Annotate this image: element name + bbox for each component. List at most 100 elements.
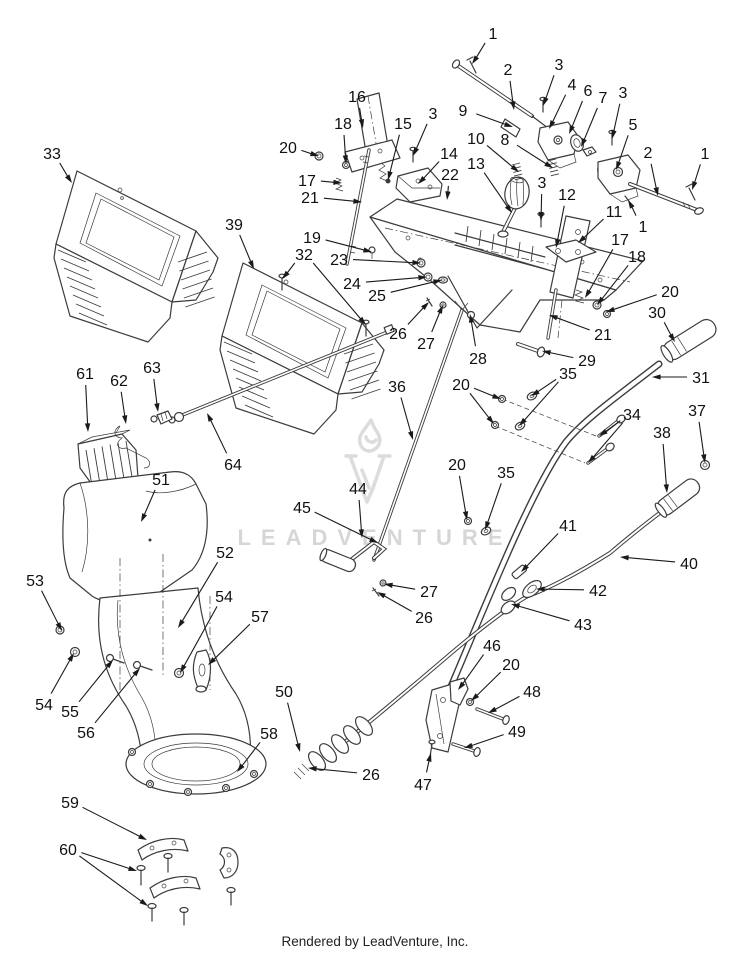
callout-arrowhead: [538, 212, 544, 221]
flange-bearing: [522, 579, 542, 599]
callout-arrowhead: [519, 417, 527, 426]
hatch-line: [226, 350, 256, 364]
callout-number: 1: [639, 219, 648, 236]
callout-leader-line: [582, 218, 604, 239]
leadventure-flame-v-logo: [344, 418, 392, 504]
callout-arrowhead: [464, 742, 473, 748]
vent-fins: [57, 249, 108, 326]
belt-cover-right: [219, 262, 385, 435]
callout-arrowhead: [581, 138, 587, 147]
callout-number: 2: [644, 145, 653, 162]
callout-leader-line: [286, 262, 296, 275]
callout-arrowhead: [486, 415, 494, 424]
callout-leader-line: [241, 741, 261, 767]
callout-leader-line: [662, 443, 667, 487]
callout-number: 53: [26, 573, 44, 590]
console-fasteners: [278, 96, 616, 358]
callout-arrowhead: [154, 403, 160, 412]
callout-leader-line: [551, 94, 567, 124]
bolt: [147, 902, 157, 922]
callout-leader-line: [698, 421, 705, 457]
cable-guide-cluster: [314, 92, 401, 266]
callout-leader-line: [604, 420, 621, 433]
chute-hood: [62, 471, 208, 603]
handle-tube-upper: [442, 318, 717, 702]
callout-number: 54: [35, 697, 53, 714]
callout-number: 1: [489, 26, 498, 43]
hatch-line: [57, 249, 87, 263]
callout-arrowhead: [418, 275, 427, 281]
hatch-line: [229, 359, 259, 373]
shoulder-bolt: [516, 342, 546, 358]
callout-arrowhead: [692, 181, 698, 190]
callout-arrowhead: [333, 179, 342, 185]
hatch-line: [351, 388, 381, 400]
callout-arrowhead: [377, 592, 386, 599]
callout-leader-line: [425, 759, 430, 773]
callout-number: 39: [225, 217, 243, 234]
pivot-bracket: [545, 239, 597, 263]
bolt: [105, 653, 125, 664]
bolt: [132, 660, 153, 671]
callout-arrowhead: [510, 101, 516, 110]
callout-number: 17: [611, 232, 629, 249]
callout-number: 12: [558, 187, 576, 204]
callout-leader-line: [301, 149, 313, 155]
hatch-line: [513, 173, 523, 177]
callout-leader-line: [79, 855, 143, 903]
callout-arrowhead: [65, 174, 72, 183]
callout-arrowhead: [701, 454, 707, 463]
callout-number: 9: [459, 103, 468, 120]
callout-number: 23: [330, 252, 348, 269]
callout-number: 62: [110, 373, 128, 390]
hatch-line: [101, 446, 109, 483]
speed-selector-rod: [293, 459, 711, 780]
callout-number: 55: [61, 704, 79, 721]
callout-number: 41: [559, 518, 577, 535]
leadventure-watermark: LEADVENTURE: [237, 418, 512, 550]
callout-number: 6: [584, 83, 593, 100]
callout-arrowhead: [342, 155, 349, 164]
speed-grip: [654, 478, 701, 518]
bolt: [179, 906, 189, 926]
wire-clip: [114, 425, 150, 469]
callout-arrowhead: [597, 296, 605, 305]
hatch-line: [241, 395, 271, 409]
linkage-bracket-cluster: [511, 121, 641, 203]
chute-column: [98, 554, 267, 797]
hatch-line: [517, 241, 521, 259]
callout-arrowhead: [663, 484, 669, 493]
callout-leader-line: [320, 180, 336, 183]
callout-arrowhead: [555, 239, 561, 248]
hatch-line: [465, 225, 469, 243]
shift-rod-upper: [451, 56, 549, 138]
callout-arrowhead: [105, 660, 113, 669]
callout-arrowhead: [668, 333, 675, 342]
callout-leader-line: [323, 197, 356, 202]
hatch-line: [511, 162, 521, 166]
callout-leader-line: [517, 605, 570, 622]
callout-arrowhead: [208, 657, 217, 665]
hatch-line: [548, 162, 557, 166]
hatch-line: [235, 377, 265, 391]
callout-leader-line: [475, 42, 486, 59]
vent-fins: [343, 343, 381, 400]
callout-leader-line: [120, 391, 126, 418]
callout-leader-line: [542, 588, 585, 591]
callout-leader-line: [407, 306, 425, 325]
callout-number: 1: [701, 146, 710, 163]
callout-number: 24: [343, 276, 361, 293]
callout-arrowhead: [585, 289, 592, 298]
watermark-text: LEADVENTURE: [237, 525, 512, 550]
callout-number: 63: [143, 360, 161, 377]
hatch-line: [66, 276, 96, 290]
callout-arrowhead: [606, 306, 615, 312]
callout-arrowhead: [599, 429, 608, 436]
callout-arrowhead: [358, 529, 364, 538]
callout-number: 3: [555, 57, 564, 74]
callout-arrowhead: [128, 865, 137, 871]
console-frame-panel: [369, 198, 644, 339]
chute-crank-rod: [319, 297, 476, 597]
hatch-line: [179, 260, 209, 272]
callout-leader-line: [612, 294, 657, 311]
